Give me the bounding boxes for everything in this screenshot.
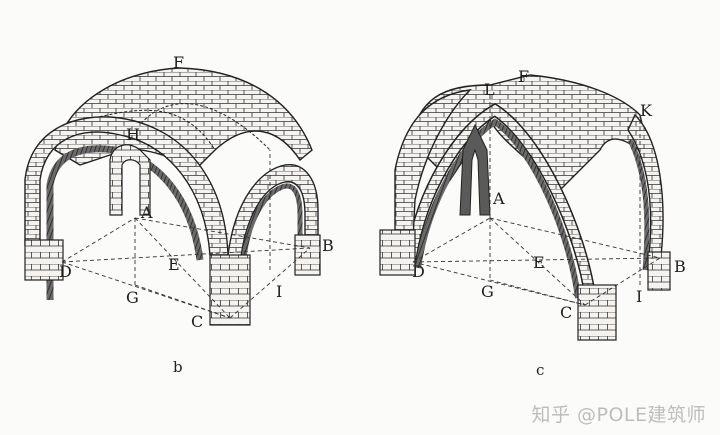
pier-b xyxy=(294,234,321,276)
label-c-c: C xyxy=(560,303,572,322)
label-c-g: G xyxy=(481,282,494,301)
arch-intrados-right xyxy=(240,183,303,270)
label-b-i: I xyxy=(276,282,282,301)
label-c-l: L xyxy=(484,80,495,99)
label-b-g: G xyxy=(126,288,139,307)
pier-c-c xyxy=(577,284,617,341)
label-c-i: I xyxy=(636,287,642,306)
pier-c-b xyxy=(647,251,671,291)
pier-c xyxy=(209,254,251,326)
label-c-b: B xyxy=(674,257,686,276)
label-c-f: F xyxy=(518,67,529,86)
caption-c: c xyxy=(536,361,544,379)
label-b-f: F xyxy=(173,53,184,72)
rib-shadow xyxy=(415,118,581,299)
label-c-e: E xyxy=(533,253,545,272)
plan-lines xyxy=(61,150,311,319)
arch-front-left xyxy=(24,116,229,256)
label-c-d: D xyxy=(412,262,425,281)
arch-back xyxy=(109,144,151,216)
plan-lines-c xyxy=(412,95,661,306)
arch-c-left xyxy=(394,89,472,262)
caption-b: b xyxy=(173,358,183,376)
label-b-e: E xyxy=(168,255,180,274)
label-c-a: A xyxy=(492,189,505,208)
rib-vault-drawing xyxy=(379,74,671,341)
label-b-c: C xyxy=(191,312,203,331)
label-b-h: H xyxy=(126,125,140,144)
pier-d xyxy=(24,239,64,281)
diagonal-rib-inner xyxy=(405,104,595,296)
arch-c-back xyxy=(459,123,491,216)
label-b-a: A xyxy=(140,203,153,222)
pier-c-d xyxy=(379,229,416,276)
label-c-k: K xyxy=(640,101,653,120)
label-b-b: B xyxy=(322,236,334,255)
arch-c-right-intrados xyxy=(627,138,650,271)
watermark: 知乎 @POLE建筑师 xyxy=(531,404,706,426)
label-b-d: D xyxy=(59,262,72,281)
groin-vault-drawing xyxy=(24,67,321,326)
